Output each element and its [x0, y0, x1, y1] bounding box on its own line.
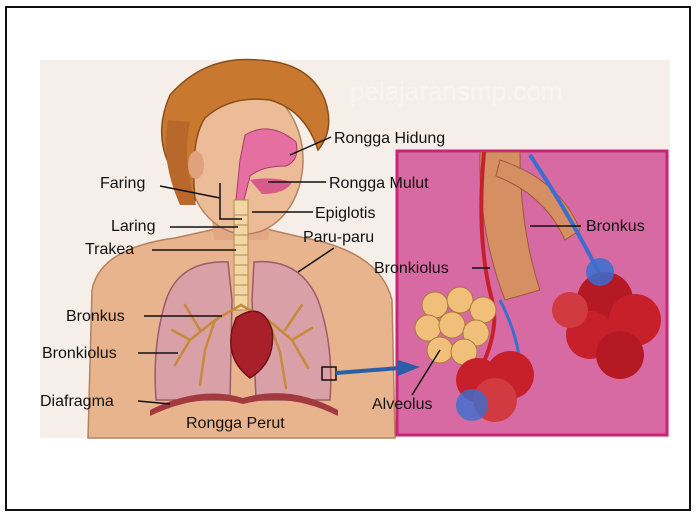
- watermark: pelajaransmp.com: [350, 76, 562, 106]
- label-laring: Laring: [111, 218, 155, 235]
- label-rongga-mulut: Rongga Mulut: [329, 175, 429, 192]
- label-alveolus: Alveolus: [372, 396, 432, 413]
- label-bronkiolus-inset: Bronkiolus: [374, 260, 449, 277]
- label-epiglotis: Epiglotis: [315, 205, 375, 222]
- inset-panel: [397, 151, 667, 435]
- label-faring: Faring: [100, 175, 145, 192]
- label-bronkus-left: Bronkus: [66, 308, 125, 325]
- label-trakea: Trakea: [85, 241, 134, 258]
- ear: [188, 151, 204, 179]
- label-paru-paru: Paru-paru: [303, 229, 374, 246]
- label-rongga-perut: Rongga Perut: [186, 415, 285, 432]
- label-bronkiolus-left: Bronkiolus: [42, 345, 117, 362]
- label-diafragma: Diafragma: [40, 393, 114, 410]
- label-rongga-hidung: Rongga Hidung: [334, 130, 445, 147]
- label-bronkus-inset: Bronkus: [586, 218, 645, 235]
